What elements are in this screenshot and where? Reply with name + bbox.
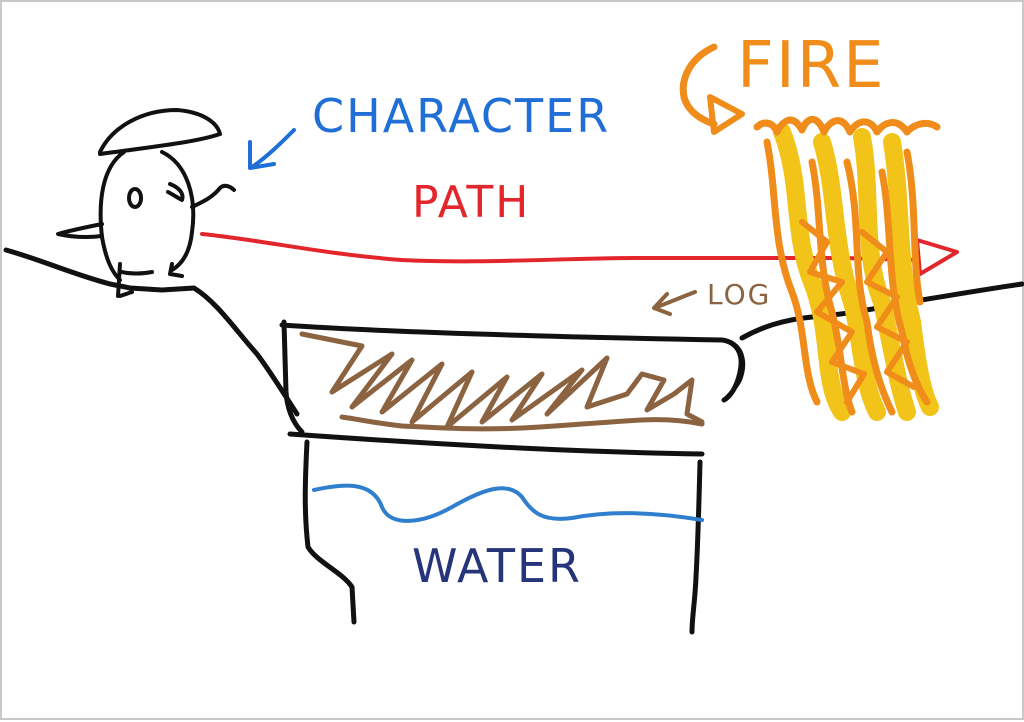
character-label: CHARACTER [312, 89, 610, 143]
water-line [312, 483, 704, 523]
log-texture-2 [339, 414, 705, 432]
fire-arrowhead [707, 94, 745, 135]
log-hook [722, 340, 746, 402]
water-label: WATER [412, 539, 582, 593]
character-arrow [248, 128, 296, 170]
chasm-left-wall [302, 439, 357, 625]
fire-icon [753, 115, 941, 421]
path-line [200, 232, 919, 264]
character-icon [56, 108, 236, 298]
fire-label: FIRE [737, 29, 886, 103]
path-arrowhead [915, 238, 959, 276]
log-arrow [652, 290, 697, 316]
fire-arrow [679, 43, 718, 128]
chasm-right-wall [689, 459, 703, 635]
log-label: LOG [707, 278, 771, 311]
ground-left [3, 247, 300, 417]
log-texture [299, 331, 705, 430]
path-label: PATH [412, 177, 530, 228]
